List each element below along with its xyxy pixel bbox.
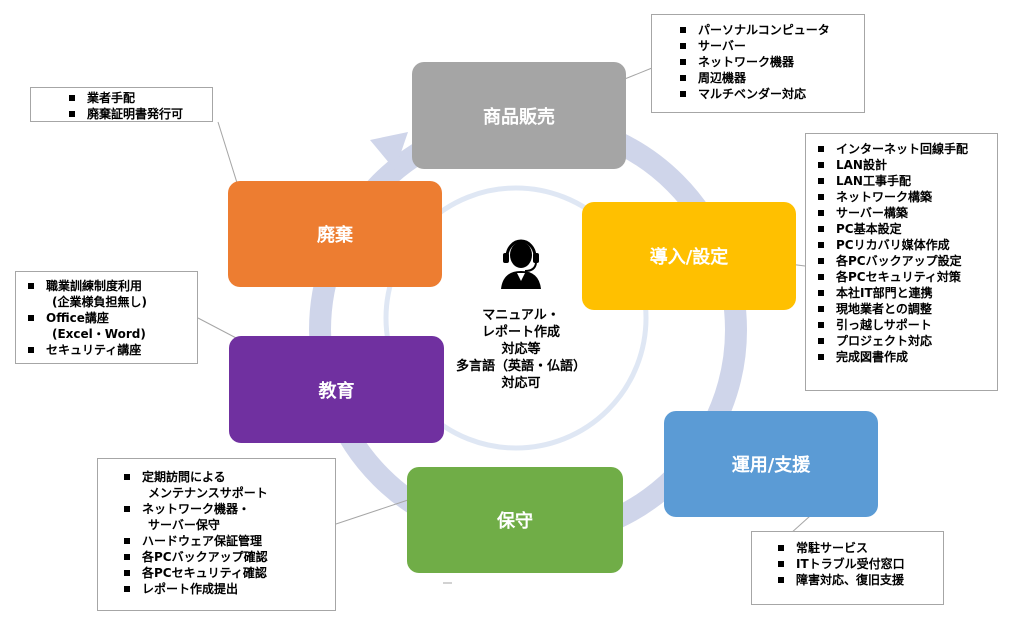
- callout-education-main: Office講座: [46, 311, 109, 325]
- callout-education-sub: (企業様負担無し): [52, 295, 147, 309]
- callout-maintenance-item: 各PCセキュリティ確認: [120, 565, 331, 581]
- callout-maintenance-main: 定期訪問による: [142, 470, 226, 484]
- stage-setup: 導入/設定: [582, 202, 796, 310]
- callout-setup-item: PCリカバリ媒体作成: [814, 237, 993, 253]
- callout-setup: インターネット回線手配 LAN設計 LAN工事手配 ネットワーク構築 サーバー構…: [805, 133, 998, 391]
- connector-disposal: [217, 121, 239, 187]
- stage-disposal: 廃棄: [228, 181, 442, 287]
- cycle-arrowhead: [370, 132, 408, 170]
- callout-education-item: セキュリティ講座: [24, 342, 193, 358]
- callout-setup-item: ネットワーク構築: [814, 189, 993, 205]
- callout-education-item: 職業訓練制度利用 (企業様負担無し): [24, 278, 193, 310]
- callout-sales-item: サーバー: [676, 38, 860, 54]
- stage-education: 教育: [229, 336, 444, 443]
- callout-maintenance-item: ネットワーク機器・ サーバー保守: [120, 501, 331, 533]
- callout-setup-item: 各PCバックアップ設定: [814, 253, 993, 269]
- callout-education: 職業訓練制度利用 (企業様負担無し) Office講座 (Excel・Word)…: [15, 271, 198, 364]
- callout-setup-item: プロジェクト対応: [814, 333, 993, 349]
- callout-disposal: 業者手配 廃棄証明書発行可: [30, 87, 213, 122]
- stage-setup-label: 導入/設定: [649, 247, 729, 268]
- stage-disposal-label: 廃棄: [317, 225, 353, 246]
- callout-maintenance-sub: メンテナンスサポート: [148, 486, 268, 500]
- center-line-5: 対応可: [501, 376, 541, 391]
- center-line-1: マニュアル・: [482, 308, 560, 323]
- stage-maintenance: 保守: [407, 467, 623, 573]
- callout-setup-item: PC基本設定: [814, 221, 993, 237]
- headset-operator-icon: [501, 239, 541, 289]
- stage-maintenance-label: 保守: [497, 511, 533, 532]
- callout-operation-item: 常駐サービス: [774, 540, 939, 556]
- callout-sales-item: 周辺機器: [676, 70, 860, 86]
- callout-education-item: Office講座 (Excel・Word): [24, 310, 193, 342]
- callout-disposal-item: 業者手配: [65, 90, 208, 106]
- callout-sales-item: ネットワーク機器: [676, 54, 860, 70]
- callout-maintenance: 定期訪問による メンテナンスサポート ネットワーク機器・ サーバー保守 ハードウ…: [97, 458, 336, 611]
- callout-sales-item: パーソナルコンピュータ: [676, 22, 860, 38]
- callout-maintenance-item: 定期訪問による メンテナンスサポート: [120, 469, 331, 501]
- center-line-3: 対応等: [501, 342, 541, 357]
- callout-setup-item: 引っ越しサポート: [814, 317, 993, 333]
- callout-setup-item: インターネット回線手配: [814, 141, 993, 157]
- callout-education-main: 職業訓練制度利用: [46, 279, 143, 293]
- center-description: マニュアル・ レポート作成 対応等 多言語（英語・仏語） 対応可: [446, 307, 596, 392]
- callout-sales: パーソナルコンピュータ サーバー ネットワーク機器 周辺機器 マルチベンダー対応: [651, 14, 865, 113]
- stage-education-label: 教育: [318, 380, 355, 402]
- callout-operation: 常駐サービス ITトラブル受付窓口 障害対応、復旧支援: [751, 531, 944, 605]
- callout-sales-item: マルチベンダー対応: [676, 86, 860, 102]
- callout-setup-item: LAN工事手配: [814, 173, 993, 189]
- stage-operation-label: 運用/支援: [731, 455, 811, 476]
- callout-operation-item: ITトラブル受付窓口: [774, 556, 939, 572]
- stage-sales: 商品販売: [412, 62, 626, 169]
- callout-maintenance-item: 各PCバックアップ確認: [120, 549, 331, 565]
- callout-disposal-item: 廃棄証明書発行可: [65, 106, 208, 122]
- connector-education: [197, 317, 241, 341]
- center-line-4: 多言語（英語・仏語）: [455, 359, 586, 374]
- callout-education-sub: (Excel・Word): [52, 327, 146, 341]
- callout-setup-item: 各PCセキュリティ対策: [814, 269, 993, 285]
- callout-setup-item: 完成図書作成: [814, 349, 993, 365]
- callout-setup-item: 本社IT部門と連携: [814, 285, 993, 301]
- callout-operation-item: 障害対応、復旧支援: [774, 572, 939, 588]
- callout-setup-item: サーバー構築: [814, 205, 993, 221]
- callout-maintenance-main: ネットワーク機器・: [142, 502, 251, 516]
- callout-setup-item: 現地業者との調整: [814, 301, 993, 317]
- callout-maintenance-sub: サーバー保守: [148, 518, 220, 532]
- callout-maintenance-item: ハードウェア保証管理: [120, 533, 331, 549]
- stage-sales-label: 商品販売: [483, 106, 555, 128]
- callout-setup-item: LAN設計: [814, 157, 993, 173]
- connector-maintenance: [335, 499, 409, 525]
- stage-operation: 運用/支援: [664, 411, 878, 517]
- inner-circle: [383, 185, 649, 451]
- center-line-2: レポート作成: [481, 325, 560, 340]
- callout-maintenance-item: レポート作成提出: [120, 581, 331, 597]
